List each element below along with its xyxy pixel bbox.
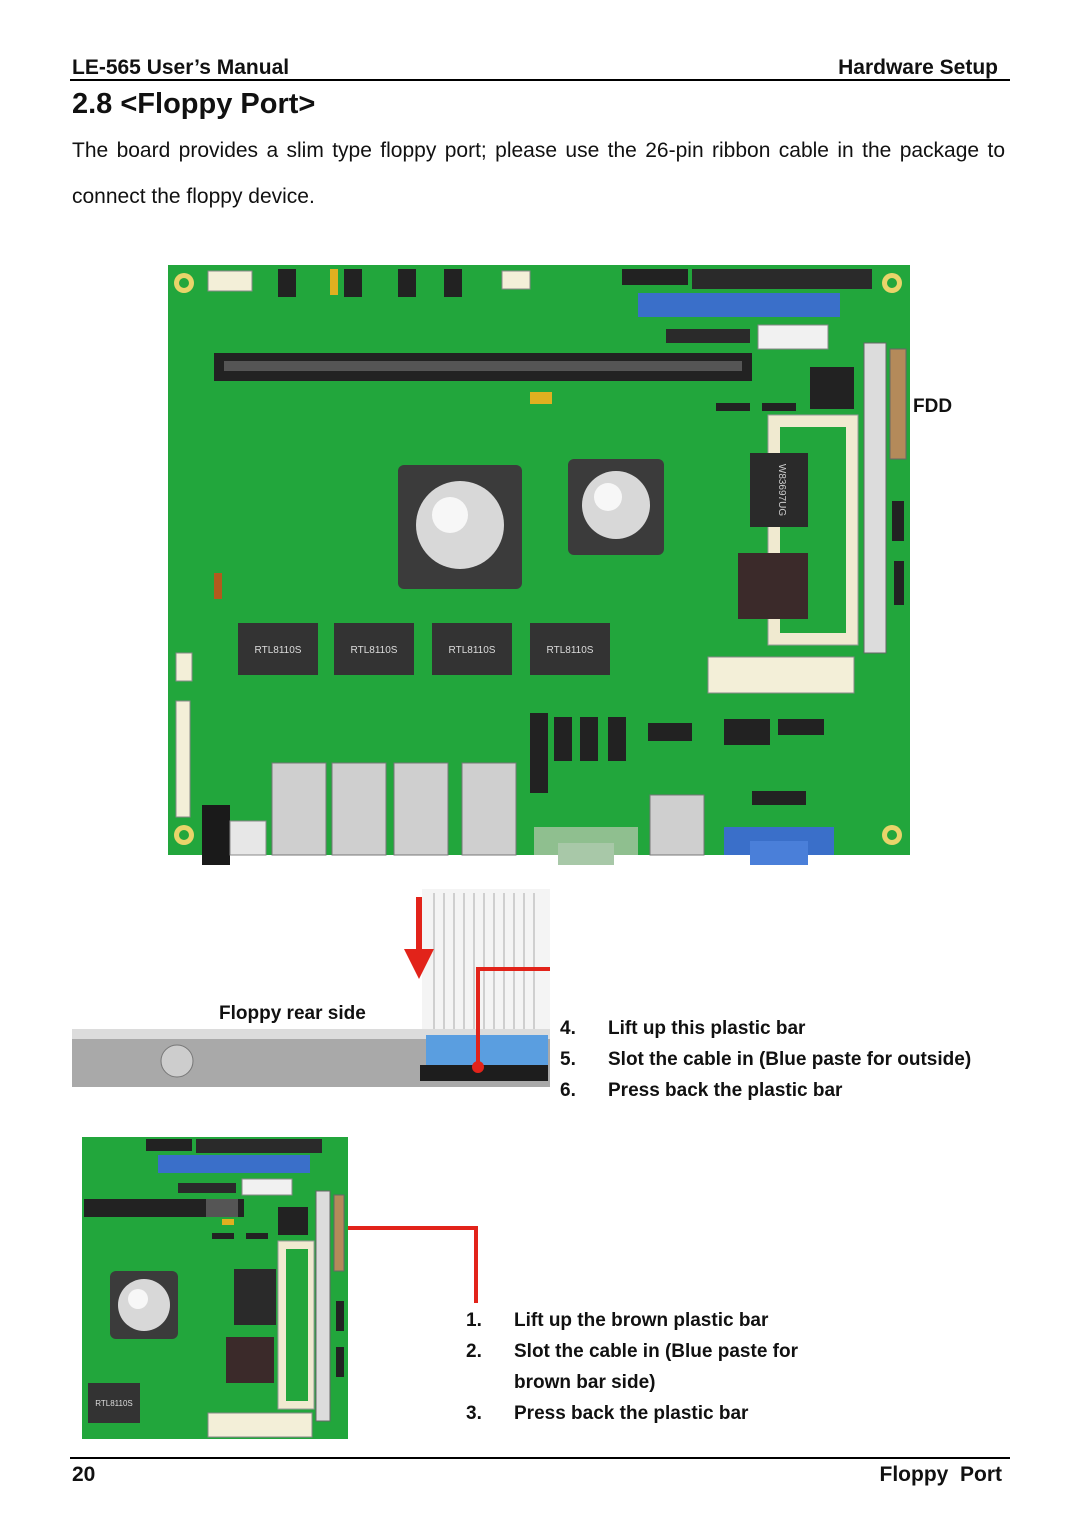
step-4: 4. Lift up this plastic bar [560,1018,805,1040]
floppy-rear-label: Floppy rear side [219,1003,366,1024]
step-3-text: Press back the plastic bar [514,1403,749,1424]
small-lan-chip-label: RTL8110S [95,1399,133,1408]
step-2-cont-text: brown bar side) [514,1372,656,1393]
step-6: 6. Press back the plastic bar [560,1080,842,1102]
section-title: 2.8 <Floppy Port> [72,88,316,120]
sio-chip-label: W83697UG [776,464,787,516]
step-4-num: 4. [560,1018,576,1039]
step-2-text: Slot the cable in (Blue paste for [514,1341,798,1362]
header-rule [70,79,1010,81]
step-1: 1. Lift up the brown plastic bar [466,1310,768,1332]
footer-section: Floppy Port [879,1463,1003,1486]
manual-title: LE-565 User’s Manual [72,56,290,79]
step-1-text: Lift up the brown plastic bar [514,1310,769,1331]
chapter-title: Hardware Setup [838,56,998,79]
step-5: 5. Slot the cable in (Blue paste for outs… [560,1049,971,1071]
step-6-num: 6. [560,1080,576,1101]
lan-chip-1-label: RTL8110S [255,645,302,656]
page-number: 20 [72,1463,96,1486]
step-3: 3. Press back the plastic bar [466,1403,748,1425]
step-6-text: Press back the plastic bar [608,1080,843,1101]
step-1-num: 1. [466,1310,482,1331]
small-board-diagram: RTL8110S [82,1137,478,1439]
motherboard-diagram: W83697UG RTL8110S RTL8110S RTL8110S RTL8… [168,265,910,865]
intro-paragraph: The board provides a slim type floppy po… [72,139,1005,208]
lan-chip-3-label: RTL8110S [449,645,496,656]
footer-rule [70,1457,1010,1459]
step-2: 2. Slot the cable in (Blue paste for [466,1341,798,1363]
step-2-num: 2. [466,1341,482,1362]
step-5-text: Slot the cable in (Blue paste for outsid… [608,1049,972,1070]
lan-chip-2-label: RTL8110S [351,645,398,656]
step-4-text: Lift up this plastic bar [608,1018,806,1039]
step-2-cont: brown bar side) [466,1372,655,1394]
fdd-label: FDD [913,396,953,417]
lan-chip-4-label: RTL8110S [547,645,594,656]
step-3-num: 3. [466,1403,482,1424]
floppy-rear-diagram [72,865,550,1090]
step-2-cont-num [466,1372,514,1394]
step-5-num: 5. [560,1049,576,1070]
